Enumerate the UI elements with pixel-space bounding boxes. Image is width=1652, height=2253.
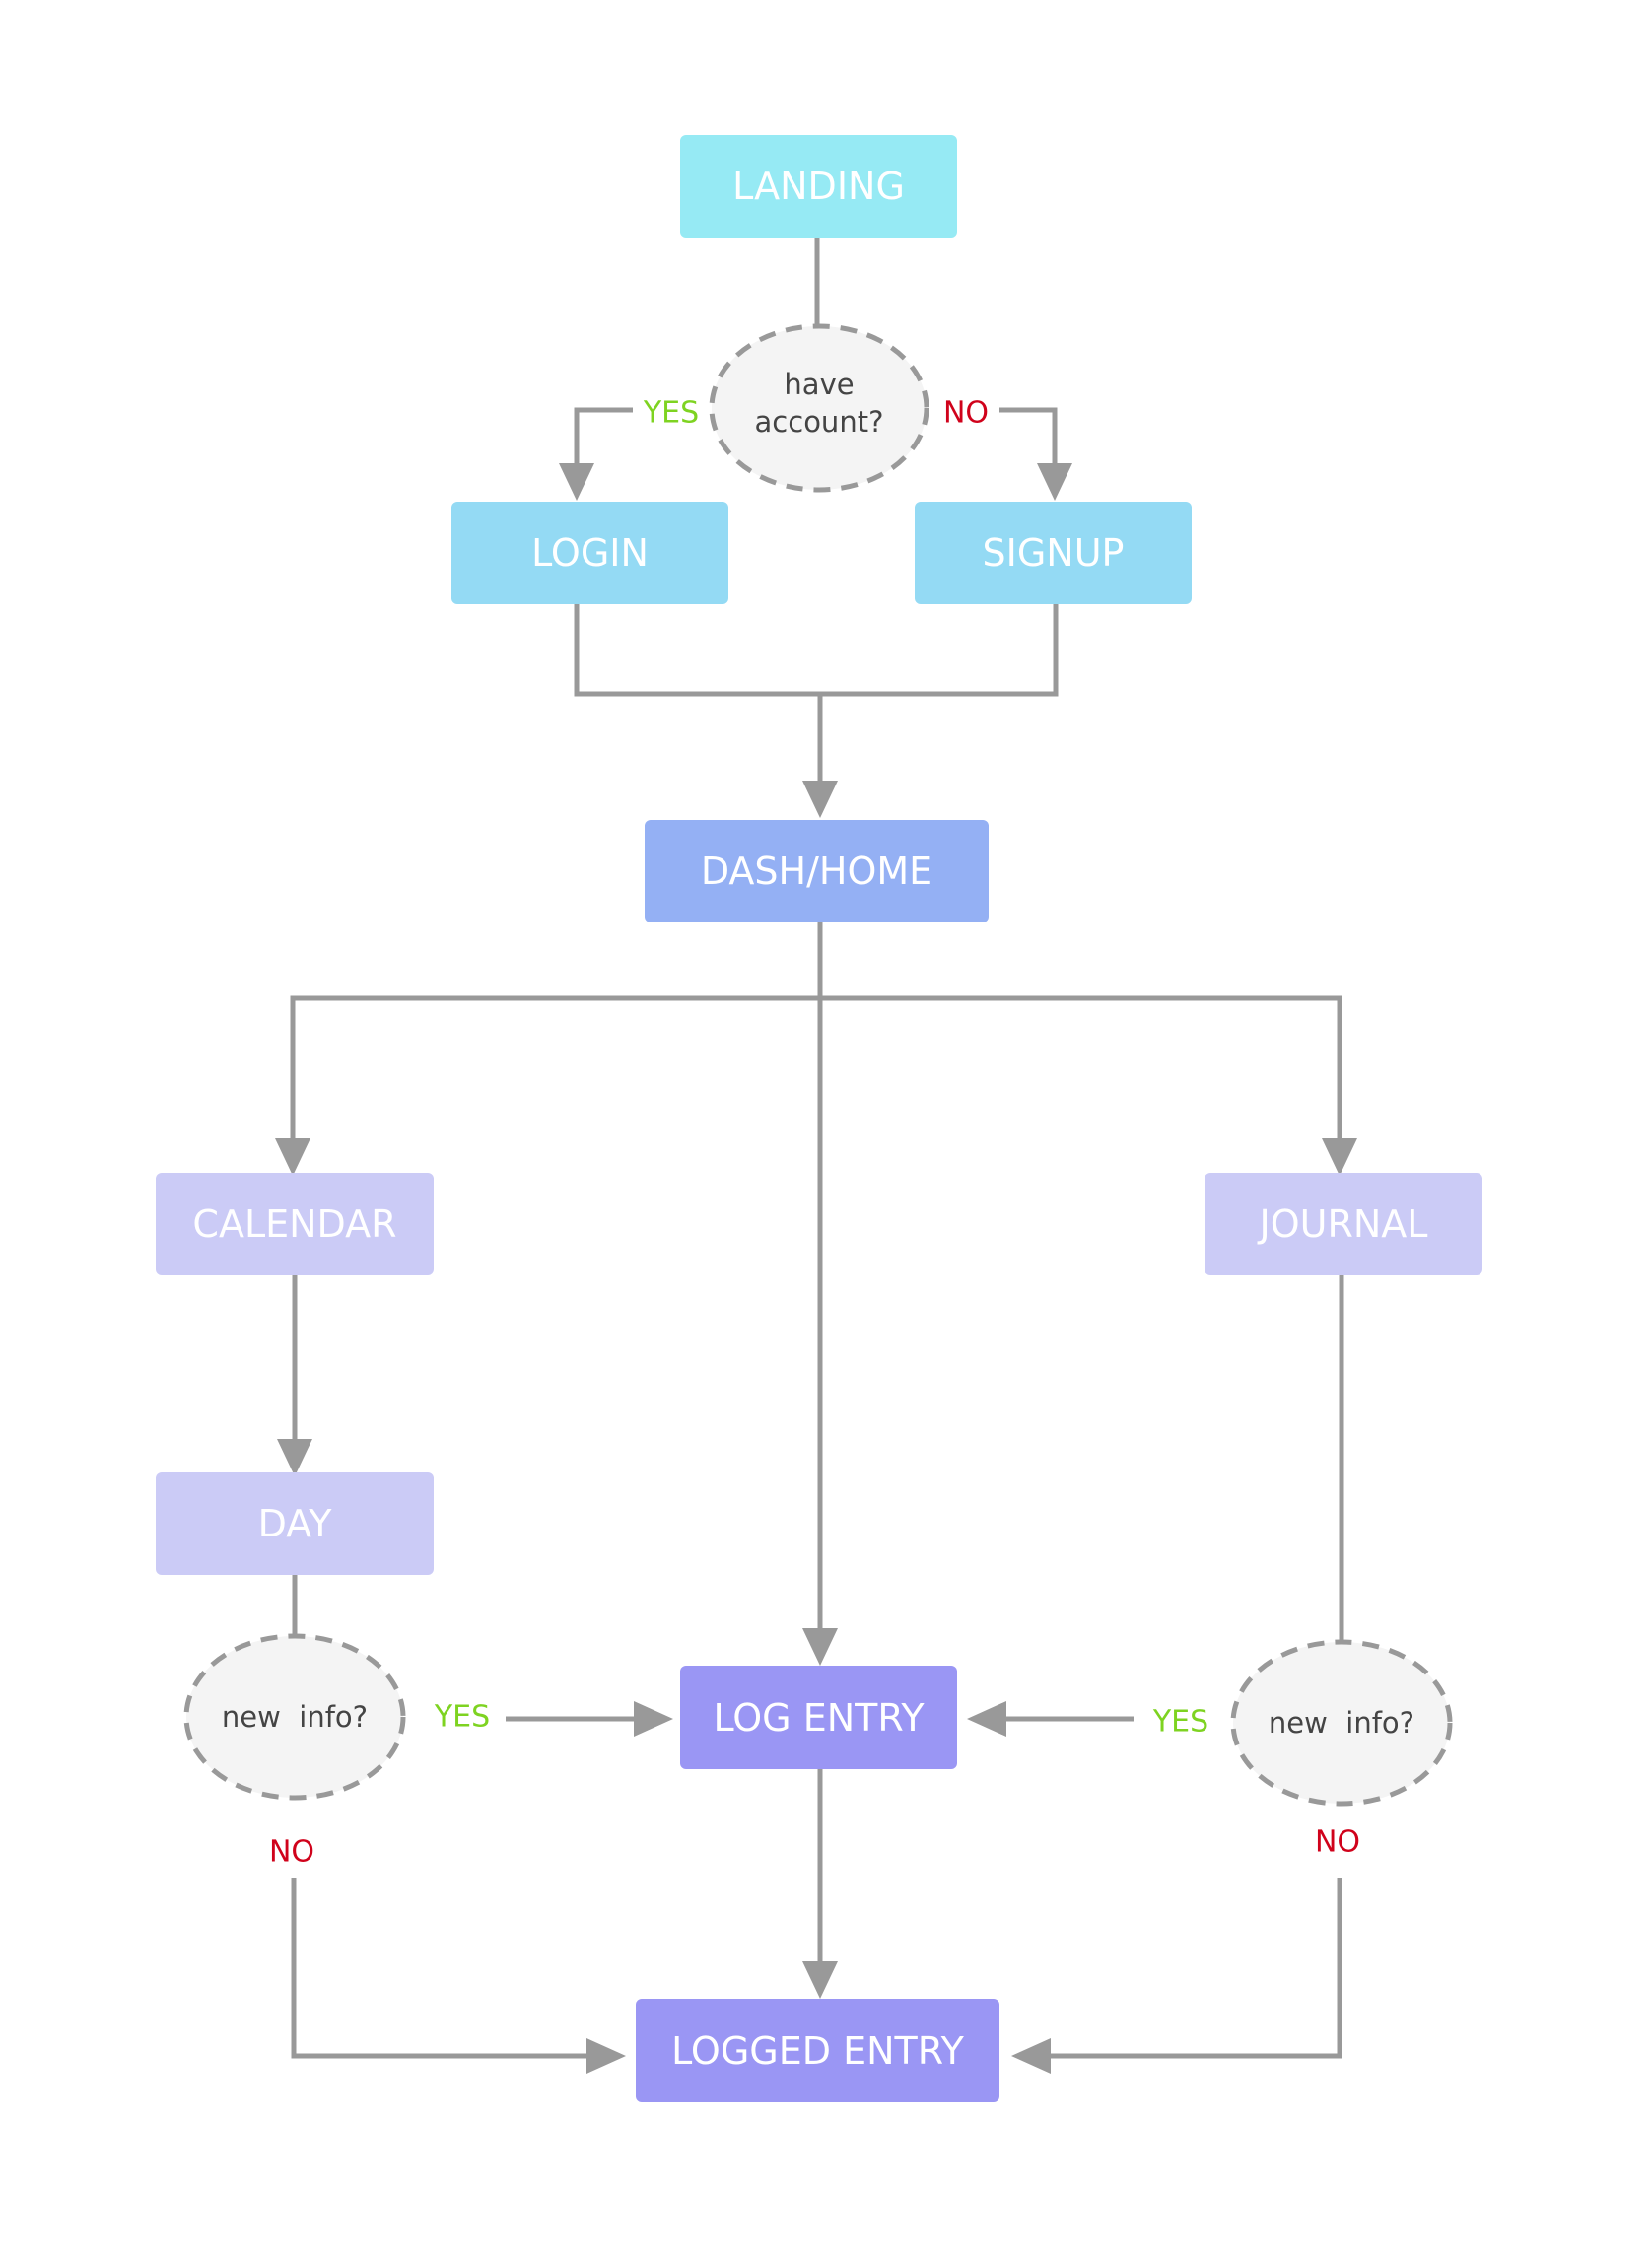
- decision-new-info-right: new info?: [1230, 1639, 1453, 1807]
- node-journal: JOURNAL: [1205, 1173, 1482, 1275]
- node-dash-home-label: DASH/HOME: [701, 850, 932, 893]
- arrowhead-day: [277, 1439, 312, 1476]
- decision-new-info-right-shape: [1230, 1639, 1453, 1807]
- arrowhead-dash: [802, 781, 838, 818]
- node-login-label: LOGIN: [531, 531, 649, 575]
- node-landing: LANDING: [680, 135, 957, 238]
- node-logged-entry-box: [636, 1999, 999, 2102]
- edge-dash-branch-bar: [290, 922, 1342, 1138]
- decision-new-info-left-label: new info?: [222, 1700, 368, 1734]
- node-signup: SIGNUP: [915, 502, 1192, 604]
- node-day: DAY: [156, 1472, 434, 1575]
- decision-new-info-right-label: new info?: [1269, 1706, 1414, 1740]
- edge-label-no-right: NO: [1315, 1825, 1360, 1860]
- node-log-entry-box: [680, 1666, 957, 1769]
- decision-have-account-shape: [709, 323, 929, 493]
- decision-have-account-line1: have: [784, 368, 854, 401]
- arrowhead-signup: [1037, 463, 1072, 501]
- arrowhead-journal: [1322, 1138, 1357, 1176]
- arrowhead-login: [559, 463, 594, 501]
- decision-have-account: have account?: [709, 323, 929, 493]
- node-day-box: [156, 1472, 434, 1575]
- flowchart-edges: [275, 237, 1357, 2074]
- node-journal-box: [1205, 1173, 1482, 1275]
- edge-have-account-to-login: [574, 407, 633, 463]
- node-dash-home-box: [645, 820, 989, 922]
- edge-label-yes-top: YES: [643, 396, 699, 431]
- edge-new-info-left-no-to-logged-entry: [291, 1878, 586, 2059]
- edge-labels: YES NO YES NO YES NO: [269, 396, 1360, 1870]
- arrowhead-logged-entry-left: [586, 2038, 626, 2074]
- arrowhead-log-entry-top: [802, 1628, 838, 1666]
- node-calendar-label: CALENDAR: [192, 1202, 396, 1246]
- decision-have-account-line2: account?: [755, 405, 884, 439]
- node-journal-label: JOURNAL: [1258, 1202, 1428, 1246]
- arrowhead-calendar: [275, 1138, 310, 1176]
- node-log-entry: LOG ENTRY: [680, 1666, 957, 1769]
- edge-label-yes-left: YES: [434, 1700, 490, 1735]
- decision-new-info-left-shape: [183, 1633, 406, 1801]
- edge-new-info-right-no-to-logged-entry: [1051, 1878, 1342, 2059]
- node-calendar-box: [156, 1173, 434, 1275]
- edge-label-no-top: NO: [943, 396, 989, 431]
- node-logged-entry: LOGGED ENTRY: [636, 1999, 999, 2102]
- node-landing-label: LANDING: [732, 165, 905, 208]
- node-day-label: DAY: [258, 1502, 333, 1545]
- edge-label-yes-right: YES: [1152, 1705, 1208, 1740]
- node-calendar: CALENDAR: [156, 1173, 434, 1275]
- node-log-entry-label: LOG ENTRY: [713, 1696, 925, 1740]
- node-logged-entry-label: LOGGED ENTRY: [671, 2029, 965, 2073]
- arrowhead-log-entry-left: [634, 1701, 673, 1737]
- node-landing-box: [680, 135, 957, 238]
- edge-login-merge: [574, 604, 1059, 697]
- arrowhead-logged-entry-top: [802, 1961, 838, 1999]
- arrowhead-log-entry-right: [967, 1701, 1006, 1737]
- decision-new-info-left: new info?: [183, 1633, 406, 1801]
- edge-have-account-to-signup: [999, 407, 1058, 463]
- node-signup-label: SIGNUP: [983, 531, 1125, 575]
- arrowhead-logged-entry-right: [1011, 2038, 1051, 2074]
- edge-label-no-left: NO: [269, 1835, 314, 1870]
- node-login: LOGIN: [451, 502, 728, 604]
- node-login-box: [451, 502, 728, 604]
- node-signup-box: [915, 502, 1192, 604]
- node-dash-home: DASH/HOME: [645, 820, 989, 922]
